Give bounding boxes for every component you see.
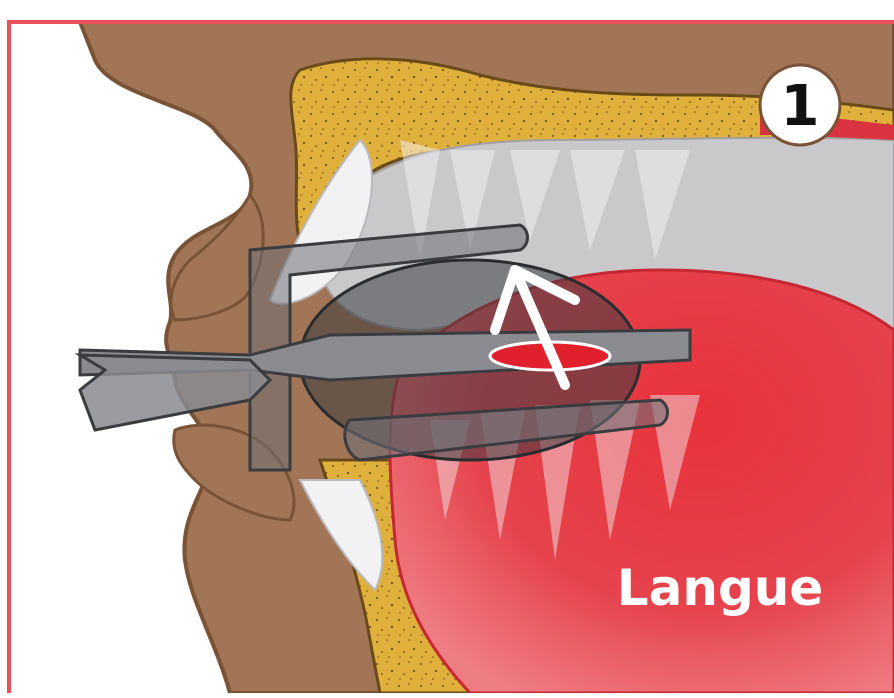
tongue-label: Langue — [617, 559, 824, 617]
step-number-badge: 1 — [760, 65, 840, 145]
step-number: 1 — [781, 74, 820, 139]
